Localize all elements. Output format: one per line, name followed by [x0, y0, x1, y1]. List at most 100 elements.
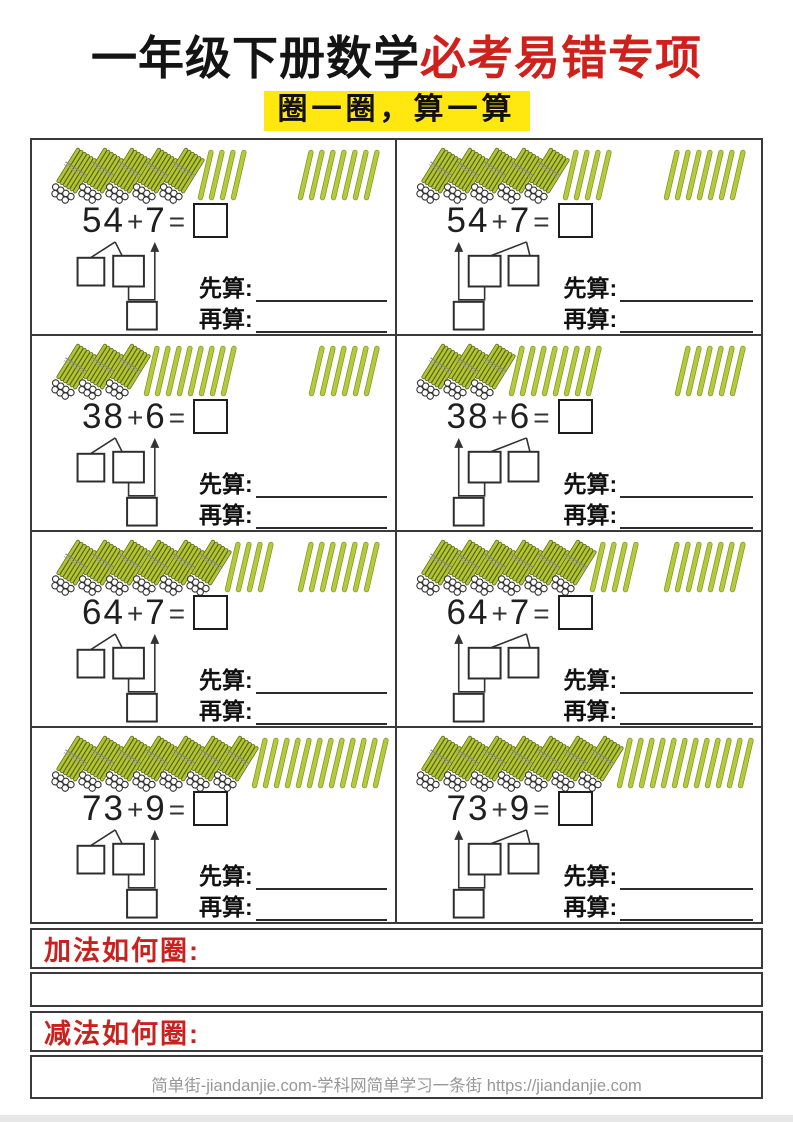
first-calc-row: 先算: [564, 467, 753, 498]
carry-connector [127, 837, 156, 889]
addition-answer-area[interactable] [30, 972, 763, 1007]
sticks-illustration [51, 539, 387, 597]
then-calc-blank[interactable] [255, 895, 387, 921]
first-calc-blank[interactable] [620, 276, 753, 302]
first-addend: 73 [82, 789, 125, 828]
then-calc-blank[interactable] [255, 699, 387, 725]
subtraction-rule-box: 减法如何圈: [30, 1011, 763, 1052]
first-calc-blank[interactable] [620, 864, 753, 890]
loose-sticks-second-group [297, 539, 380, 597]
stick-bundles-group [51, 147, 205, 205]
decompose-box-1[interactable] [467, 450, 502, 484]
answer-box[interactable] [557, 399, 593, 434]
first-calc-blank[interactable] [255, 864, 387, 890]
decompose-box-2[interactable] [507, 254, 539, 287]
answer-box[interactable] [557, 203, 593, 238]
number-bond-diagram [452, 241, 539, 331]
loose-stick-icon [718, 541, 735, 593]
loose-stick-icon [308, 541, 325, 593]
first-calc-blank[interactable] [620, 668, 753, 694]
carry-box[interactable] [126, 692, 158, 723]
answer-box[interactable] [557, 791, 593, 826]
loose-stick-icon [230, 149, 247, 201]
answer-box[interactable] [193, 791, 229, 826]
first-calc-blank[interactable] [620, 472, 753, 498]
first-addend: 64 [446, 593, 490, 632]
decompose-box-2[interactable] [507, 646, 539, 679]
first-calc-blank[interactable] [255, 472, 387, 498]
stick-bundle-icon [159, 147, 205, 204]
equals-sign: = [168, 402, 186, 433]
carry-connector [127, 641, 156, 693]
loose-sticks-second-group [284, 735, 389, 793]
carry-box[interactable] [126, 888, 158, 919]
loose-stick-icon [306, 737, 323, 789]
decompose-box-1[interactable] [76, 648, 106, 679]
decompose-box-2[interactable] [112, 842, 145, 876]
then-calc-label: 再算: [199, 698, 253, 724]
answer-box[interactable] [193, 595, 229, 630]
then-calc-blank[interactable] [620, 699, 753, 725]
decompose-box-1[interactable] [76, 452, 106, 483]
stick-bundles-group [51, 539, 232, 597]
loose-stick-icon [208, 149, 225, 201]
decompose-box-2[interactable] [507, 450, 539, 483]
decompose-box-1[interactable] [76, 256, 106, 287]
decompose-box-2[interactable] [507, 842, 539, 875]
carry-box[interactable] [126, 496, 158, 527]
equals-sign: = [533, 598, 550, 629]
decompose-box-2[interactable] [112, 254, 145, 288]
decompose-box-1[interactable] [467, 254, 502, 288]
up-arrow-icon [150, 633, 160, 644]
number-bond-diagram [76, 829, 160, 919]
loose-stick-icon [308, 345, 325, 397]
loose-stick-icon [718, 149, 735, 201]
stick-bundle-icon [105, 735, 151, 792]
carry-box[interactable] [452, 496, 485, 527]
stick-bundles-group [415, 539, 597, 597]
plus-sign: + [126, 794, 144, 825]
loose-stick-icon [685, 149, 702, 201]
carry-box[interactable] [452, 888, 485, 919]
then-calc-blank[interactable] [620, 307, 753, 333]
sticks-illustration [415, 343, 754, 401]
answer-box[interactable] [193, 203, 229, 238]
first-calc-label: 先算: [563, 863, 618, 889]
stick-bundle-icon [105, 539, 151, 596]
decompose-box-2[interactable] [112, 646, 145, 680]
loose-stick-icon [707, 149, 724, 201]
then-calc-blank[interactable] [620, 503, 753, 529]
answer-box[interactable] [193, 399, 229, 434]
addition-rule-box: 加法如何圈: [30, 928, 763, 969]
loose-stick-icon [573, 149, 590, 201]
then-calc-blank[interactable] [255, 307, 387, 333]
second-addend: 6 [509, 397, 532, 436]
subtitle-row: 圈一圈，算一算 [0, 91, 793, 131]
loose-stick-icon [330, 149, 347, 201]
carry-box[interactable] [126, 300, 158, 331]
then-calc-blank[interactable] [620, 895, 753, 921]
then-calc-blank[interactable] [255, 503, 387, 529]
first-calc-blank[interactable] [255, 668, 387, 694]
subtraction-answer-area[interactable]: 简单街-jiandanjie.com-学科网简单学习一条街 https://ji… [30, 1055, 763, 1099]
page-title: 一年级下册数学必考易错专项 [0, 30, 793, 86]
decompose-box-1[interactable] [467, 646, 502, 680]
stick-bundle-icon [186, 539, 232, 596]
first-calc-label: 先算: [563, 275, 618, 301]
stick-bundle-icon [496, 735, 543, 792]
answer-box[interactable] [557, 595, 593, 630]
carry-box[interactable] [452, 300, 485, 331]
decompose-box-2[interactable] [112, 450, 145, 484]
decompose-box-1[interactable] [467, 842, 502, 876]
decompose-box-1[interactable] [76, 844, 106, 875]
sticks-illustration [415, 735, 754, 793]
stick-bundle-icon [442, 735, 489, 792]
second-addend: 7 [145, 593, 167, 632]
carry-connector [127, 445, 156, 497]
loose-stick-icon [339, 737, 356, 789]
first-calc-blank[interactable] [255, 276, 387, 302]
stick-bundle-icon [78, 147, 124, 204]
stick-bundle-icon [213, 735, 259, 792]
carry-box[interactable] [452, 692, 485, 723]
